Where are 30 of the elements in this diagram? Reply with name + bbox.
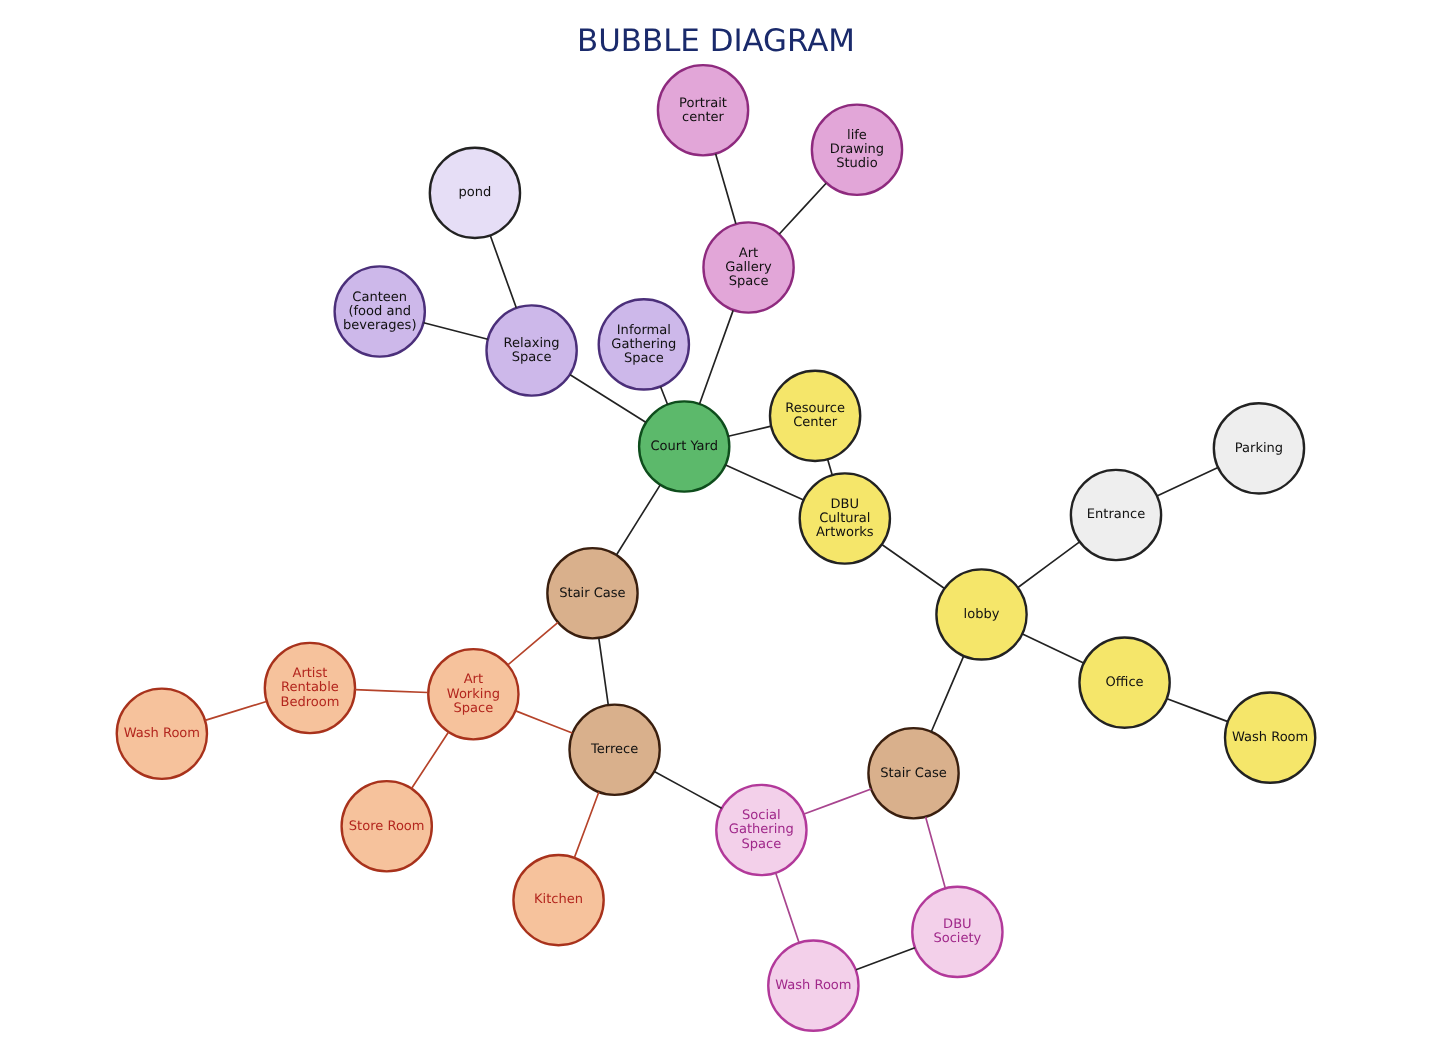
connector bbox=[514, 710, 574, 734]
connector bbox=[881, 543, 946, 590]
connector bbox=[204, 700, 268, 722]
connector bbox=[573, 791, 600, 859]
connector bbox=[778, 182, 827, 235]
connector bbox=[930, 655, 965, 733]
connector bbox=[354, 688, 429, 694]
connector bbox=[727, 425, 772, 438]
connector bbox=[422, 321, 489, 340]
connector bbox=[1166, 697, 1229, 723]
diagram-title: BUBBLE DIAGRAM bbox=[577, 22, 855, 59]
connector bbox=[659, 385, 669, 406]
connector bbox=[855, 946, 916, 971]
connector bbox=[698, 309, 734, 405]
connector bbox=[724, 464, 805, 501]
connector bbox=[1021, 633, 1085, 664]
connector bbox=[653, 770, 723, 810]
connector bbox=[569, 373, 647, 424]
connector bbox=[714, 152, 737, 225]
connector bbox=[1017, 541, 1081, 589]
connector bbox=[489, 234, 518, 309]
connector bbox=[924, 816, 947, 890]
connector bbox=[507, 621, 559, 666]
connector bbox=[774, 872, 800, 944]
connector bbox=[826, 458, 834, 476]
connector bbox=[803, 788, 872, 815]
connector bbox=[597, 637, 610, 706]
connector bbox=[1156, 466, 1219, 497]
connector bbox=[615, 484, 662, 556]
connector bbox=[410, 731, 450, 790]
